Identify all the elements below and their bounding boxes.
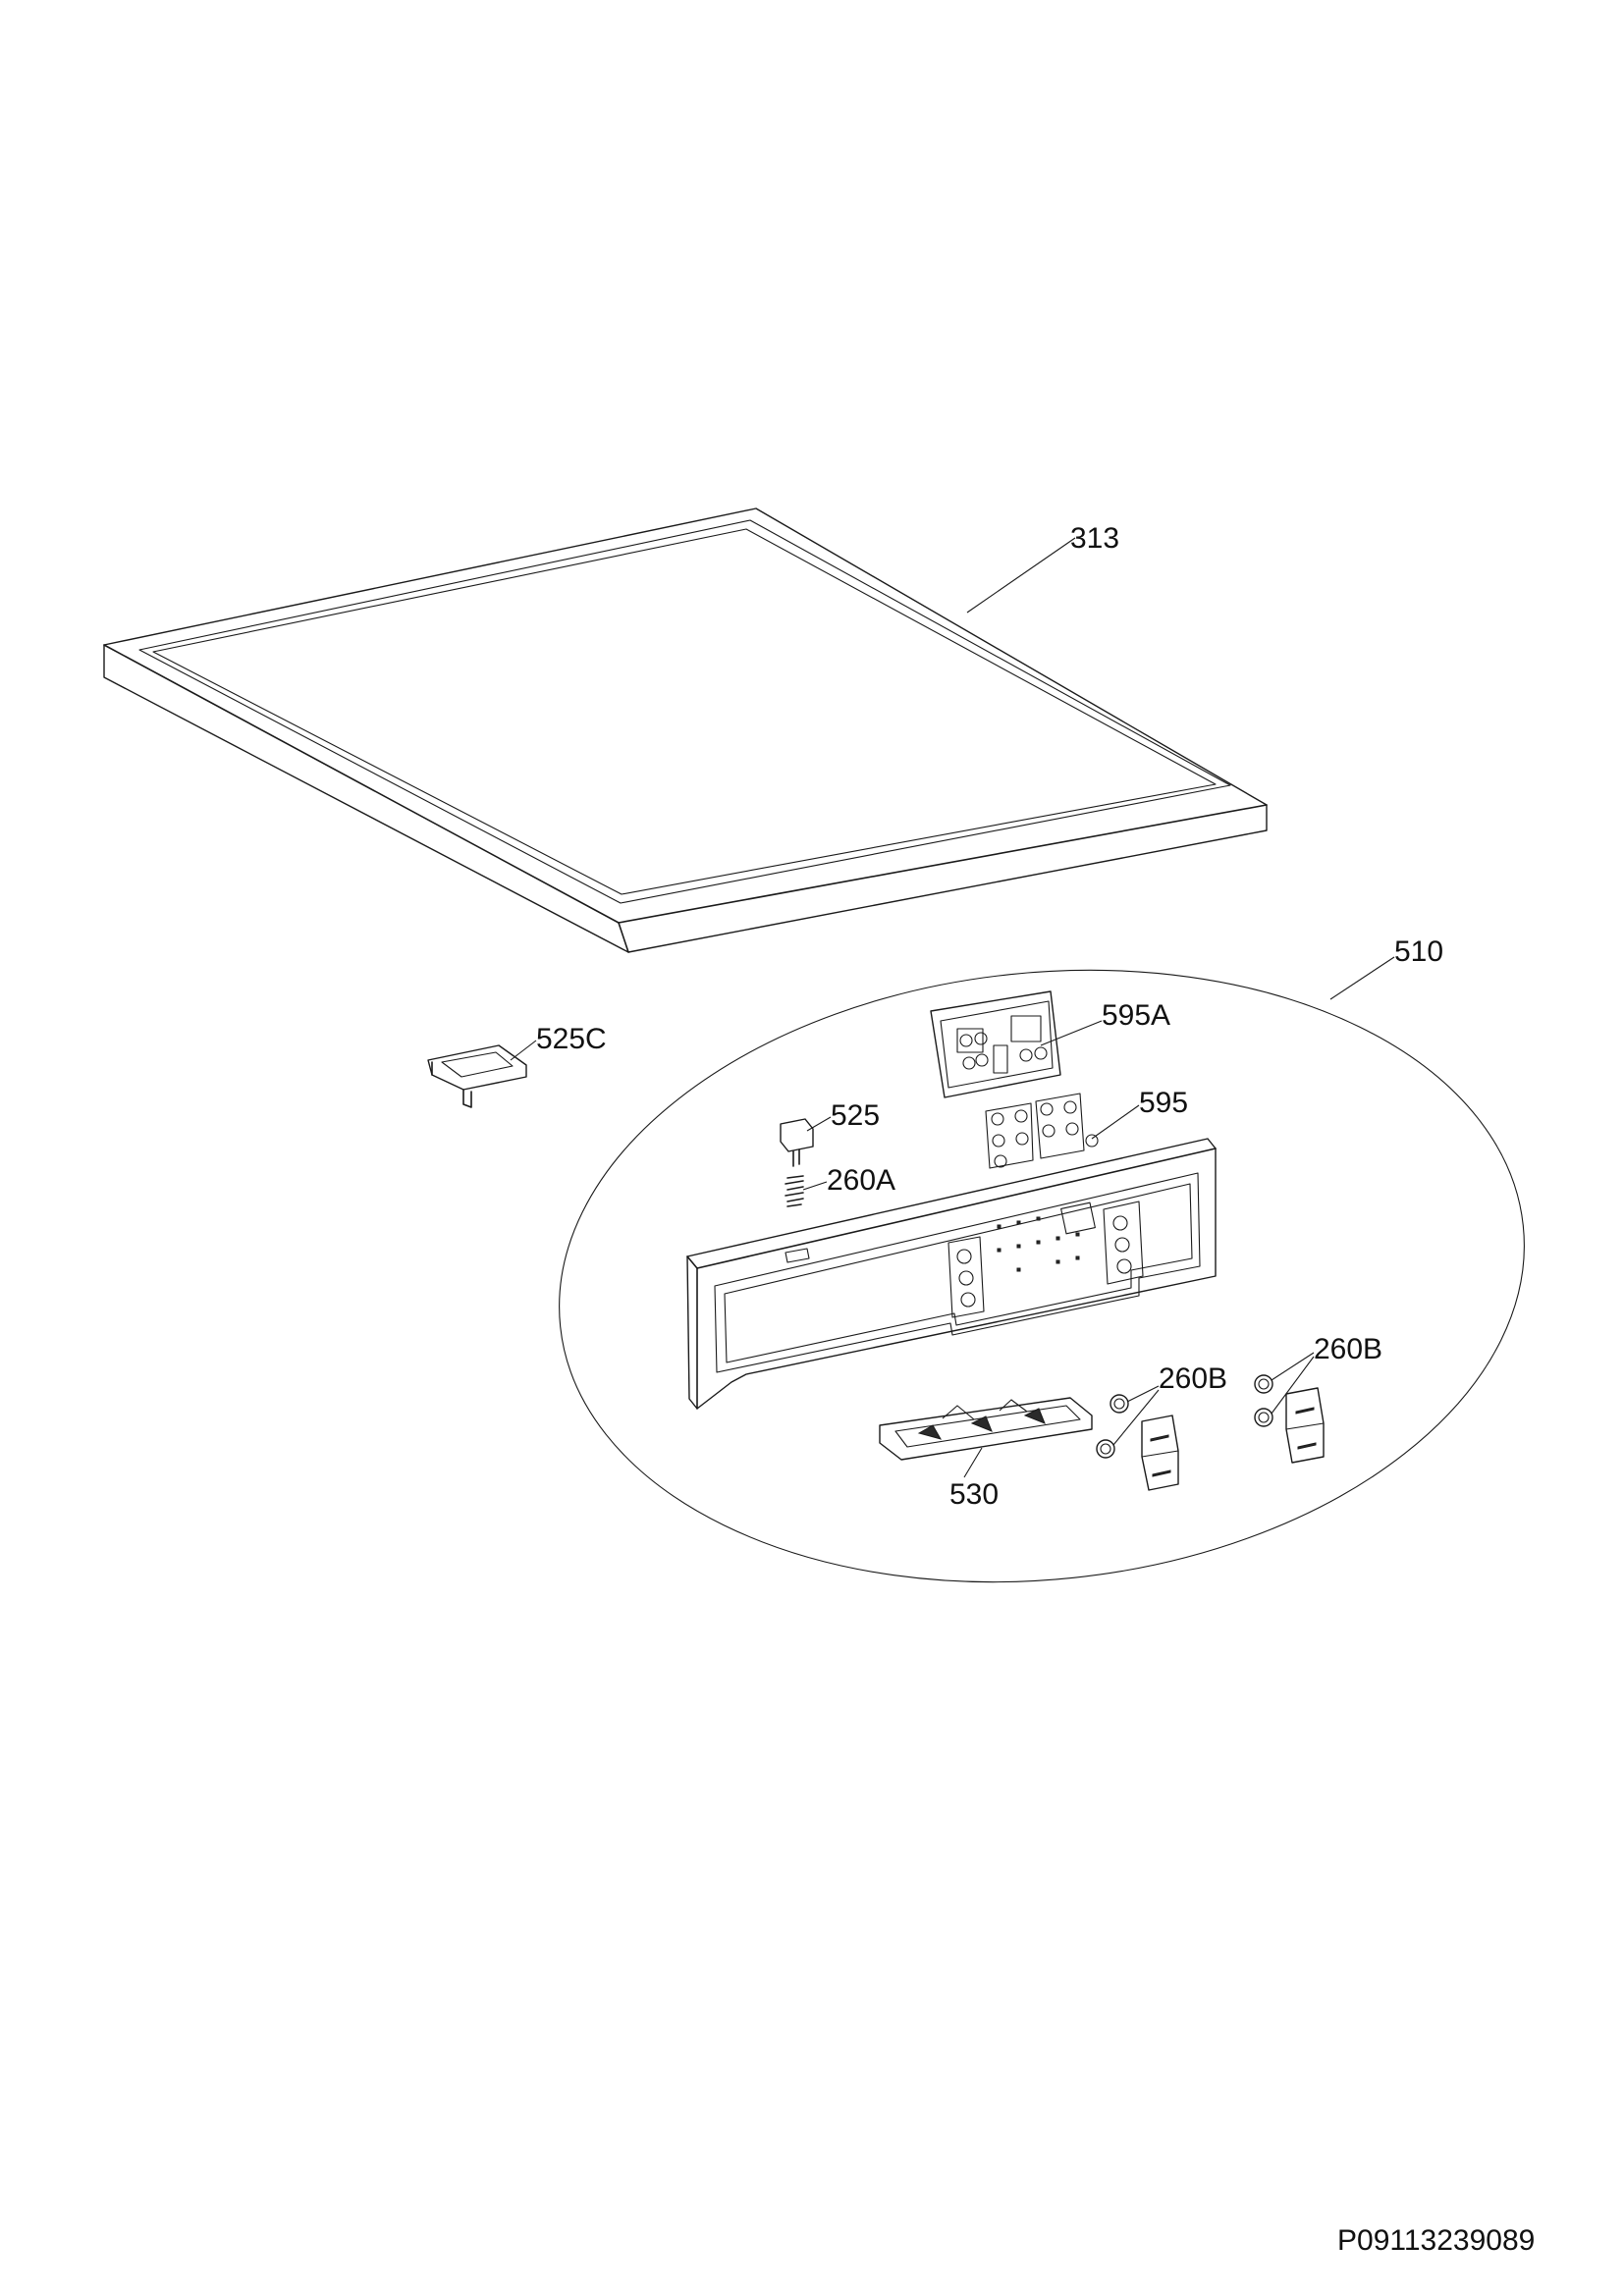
button-bar-530 (879, 1397, 1093, 1461)
label-510: 510 (1394, 935, 1443, 968)
push-button-525 (780, 1118, 814, 1167)
document-code: P09113239089 (1337, 2224, 1535, 2257)
springs-260b-right (1254, 1374, 1273, 1427)
leader-510 (1329, 956, 1395, 1000)
fascia-indicators (997, 1216, 1080, 1272)
button-caps-left (1141, 1415, 1179, 1491)
button-holder-595a (930, 990, 1061, 1098)
leader-525 (806, 1116, 832, 1132)
label-525: 525 (831, 1099, 880, 1132)
leader-530 (963, 1447, 983, 1478)
fascia-button-holder-left (947, 1236, 985, 1318)
button-contacts-595 (985, 1093, 1099, 1169)
label-595a: 595A (1102, 999, 1170, 1032)
leader-260a (802, 1181, 828, 1191)
top-cover-313 (103, 507, 1268, 953)
label-313: 313 (1070, 522, 1119, 555)
label-260b-right: 260B (1314, 1333, 1382, 1365)
label-530: 530 (949, 1478, 999, 1511)
control-panel-fascia (686, 1138, 1217, 1410)
leader-595a (1040, 1020, 1103, 1046)
fascia-button-holder-right (1103, 1201, 1144, 1285)
leader-260b-left-a (1126, 1385, 1160, 1403)
leader-525c (510, 1040, 537, 1061)
label-595: 595 (1139, 1087, 1188, 1119)
tray-525c (427, 1044, 527, 1108)
springs-260b-left (1096, 1394, 1129, 1459)
label-260a: 260A (827, 1164, 895, 1197)
spring-260a (785, 1175, 804, 1207)
leader-595 (1091, 1104, 1140, 1140)
leader-260b-right-a (1271, 1352, 1315, 1381)
assembly-outline-510 (559, 969, 1525, 1583)
leader-260b-left-b (1112, 1389, 1160, 1446)
label-260b-left: 260B (1159, 1362, 1227, 1395)
button-caps-right (1285, 1387, 1325, 1464)
leader-260b-right-b (1271, 1356, 1315, 1415)
leader-313 (966, 537, 1076, 614)
label-525c: 525C (536, 1023, 607, 1055)
